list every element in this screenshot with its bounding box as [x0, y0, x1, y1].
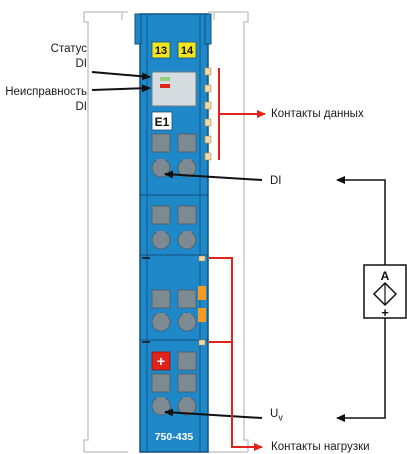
sensor-top-label: A: [381, 269, 390, 283]
uv-subscript: v: [278, 412, 283, 423]
led-14-indicator: [177, 41, 197, 59]
sensor-wire-uv: [336, 318, 386, 422]
power-marker: [151, 351, 171, 371]
status-label: Статус: [50, 43, 87, 55]
fault-led: [160, 84, 170, 88]
terminal-row-4: [151, 351, 197, 416]
sensor-bottom-label: +: [381, 305, 389, 320]
channel-label: E1: [155, 115, 170, 129]
led-13-indicator: [151, 41, 171, 59]
uv-arrow: [164, 408, 263, 419]
neighbor-frame: [83, 11, 249, 453]
channel-tag: [151, 111, 173, 131]
load-contacts-label: Контакты нагрузки: [271, 441, 370, 453]
terminal-row-3: [151, 289, 197, 332]
sensor-symbol: [363, 264, 407, 319]
part-number: 750-435: [155, 431, 194, 443]
data-contacts-label: Контакты данных: [271, 108, 364, 120]
fault-sub-label: DI: [75, 101, 88, 113]
data-contacts: [204, 67, 212, 161]
status-led: [160, 77, 170, 81]
load-contacts: [198, 255, 206, 346]
led-13-label: 13: [155, 45, 167, 57]
di-arrow: [164, 170, 263, 181]
sensor-wire-di: [336, 176, 386, 265]
led-window: [151, 71, 197, 107]
led-14-label: 14: [181, 45, 194, 57]
uv-main: U: [270, 408, 279, 420]
uv-label: Uv: [270, 408, 283, 424]
status-sub-label: DI: [75, 58, 88, 70]
di-label: DI: [270, 175, 282, 187]
fault-label: Неисправность: [5, 86, 87, 98]
terminal-row-2: [151, 205, 197, 250]
status-arrow: [91, 71, 151, 81]
power-mark-label: +: [157, 353, 165, 369]
fault-arrow: [91, 84, 151, 93]
terminal-row-1: [151, 133, 197, 178]
load-contacts-arrow: [209, 257, 263, 451]
